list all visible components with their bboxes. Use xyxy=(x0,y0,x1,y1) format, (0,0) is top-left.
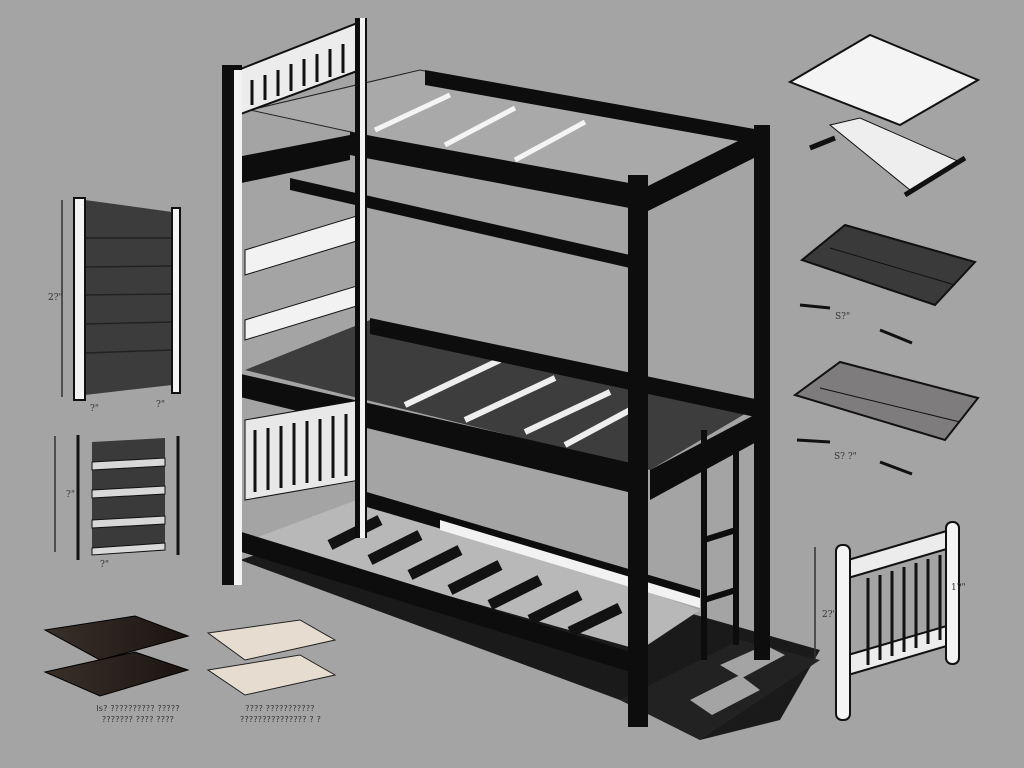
dim-panel-top-width-b: ?" xyxy=(156,400,165,410)
caption-dark-slats: Is? ?????????? ????? ??????? ???? ???? xyxy=(88,703,188,725)
dim-panel-bottom-height: ?" xyxy=(66,490,75,500)
guard-rail-panel xyxy=(814,521,960,721)
dim-guard-rail-right: 1?" xyxy=(951,583,966,593)
dim-guard-rail-left: 2?" xyxy=(822,610,837,620)
caption-light-slats-line1: ???? ??????????? xyxy=(245,704,315,713)
dim-panel-top-width-a: ?" xyxy=(90,404,99,414)
left-ladder xyxy=(244,214,361,341)
mattress-gray xyxy=(792,360,980,476)
caption-dark-slats-line2: ??????? ???? ???? xyxy=(101,715,175,724)
slat-board-white xyxy=(787,33,981,198)
middle-deck xyxy=(232,318,760,501)
right-ladder xyxy=(701,430,739,660)
side-panel-dark xyxy=(61,197,181,401)
dim-mattress-gray: S? ?" xyxy=(834,452,857,462)
caption-light-slats: ???? ??????????? ??????????????? ? ? xyxy=(240,703,322,725)
bed-posts xyxy=(222,18,770,727)
dim-panel-bottom-width: ?" xyxy=(100,560,109,570)
caption-dark-slats-line1: Is? ?????????? ????? xyxy=(96,704,180,713)
dim-mattress-dark: S?" xyxy=(835,312,851,322)
mattress-dark xyxy=(799,223,977,345)
side-panel-shelves xyxy=(54,435,180,560)
dim-panel-top-height: 2?" xyxy=(48,293,63,303)
caption-light-slats-line2: ??????????????? ? ? xyxy=(240,715,322,724)
light-slat-boards xyxy=(206,619,337,696)
left-guard-rail xyxy=(244,399,361,501)
dark-slat-boards xyxy=(43,615,190,697)
